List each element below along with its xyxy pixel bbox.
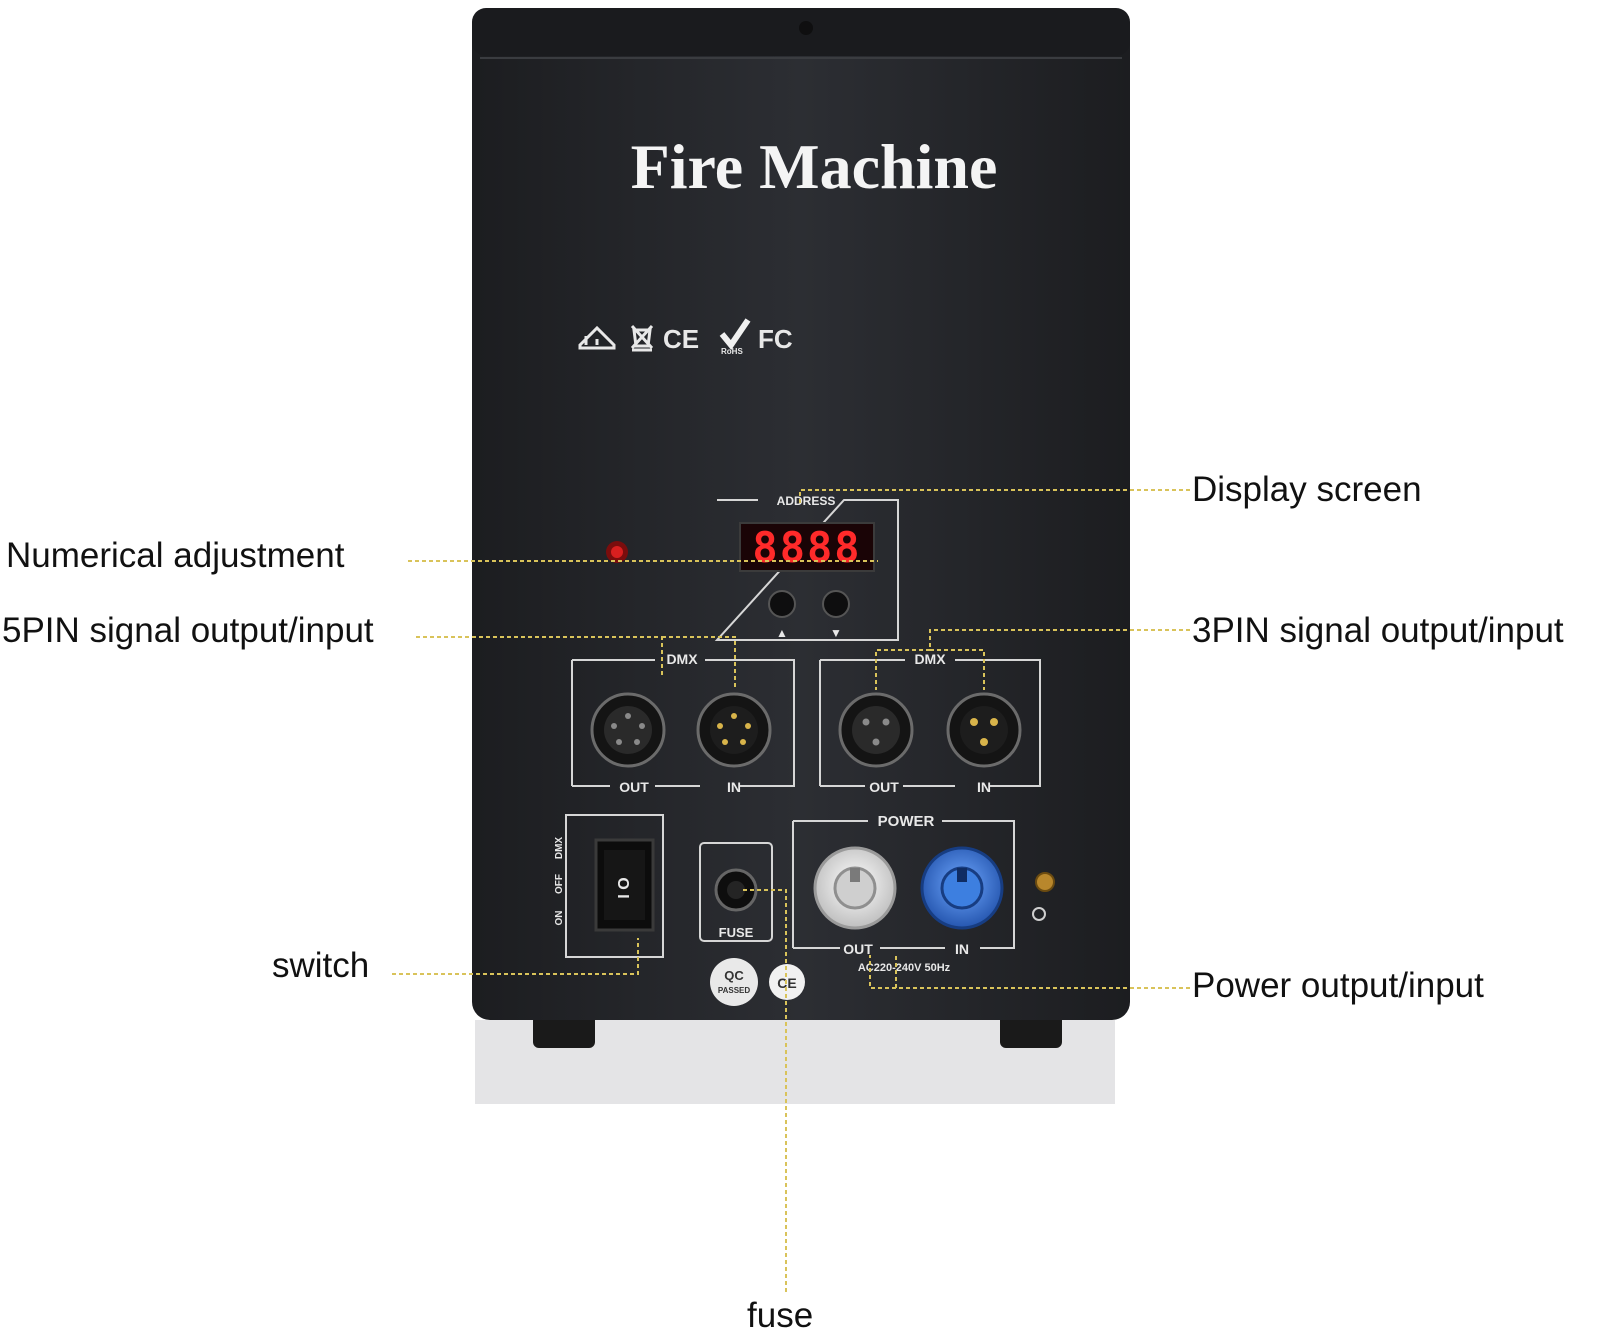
led-display <box>739 522 875 572</box>
ground-screw <box>1035 872 1055 892</box>
svg-text:QC: QC <box>724 968 744 983</box>
power-out-label: OUT <box>843 941 873 957</box>
dmx5-out-label: OUT <box>619 779 649 795</box>
machine-body <box>472 20 1130 1020</box>
leader-3pin <box>875 629 1190 690</box>
address-label: ADDRESS <box>777 494 836 508</box>
up-arrow-icon: ▲ <box>776 626 788 640</box>
dmx-label-5pin: DMX <box>666 651 698 667</box>
lid-screw <box>799 21 813 35</box>
dmx-5pin-panel: DMX OUT IN <box>571 651 795 795</box>
down-button[interactable] <box>822 590 850 618</box>
svg-text:PASSED: PASSED <box>718 986 751 995</box>
fuse-label: FUSE <box>719 925 754 940</box>
dmx-label-3pin: DMX <box>914 651 946 667</box>
callout-5pin-signal: 5PIN signal output/input <box>2 611 374 650</box>
down-arrow-icon: ▼ <box>830 626 842 640</box>
house-icon <box>578 325 616 350</box>
rohs-mark: RoHS <box>721 347 743 356</box>
address-panel: ADDRESS 8888 ▲ ▼ <box>714 494 899 641</box>
leader-5pin <box>416 636 736 690</box>
dmx3-in-label: IN <box>977 779 991 795</box>
svg-text:I O: I O <box>616 877 633 898</box>
callout-fuse: fuse <box>747 1296 814 1335</box>
power-rating: AC220-240V 50Hz <box>858 962 951 974</box>
callout-power-io: Power output/input <box>1192 966 1484 1005</box>
leader-power <box>869 955 1190 989</box>
callout-3pin-signal: 3PIN signal output/input <box>1192 611 1564 650</box>
weee-bin-icon <box>630 324 654 352</box>
ground-symbol-icon <box>1032 907 1046 921</box>
power-label: POWER <box>878 813 935 830</box>
callout-numerical-adjustment: Numerical adjustment <box>6 536 345 575</box>
callout-display-screen: Display screen <box>1192 470 1422 509</box>
power-panel: POWER OUT IN AC220-240V 50Hz <box>792 813 1015 974</box>
leader-fuse <box>740 889 787 1292</box>
up-button[interactable] <box>768 590 796 618</box>
brand-title: Fire Machine <box>631 131 998 202</box>
fuse-panel: FUSE <box>699 842 773 942</box>
leader-switch <box>392 938 639 975</box>
dmx-3pin-panel: DMX OUT IN <box>819 651 1041 795</box>
switch-panel: I O DMX OFF ON <box>554 814 664 958</box>
led-display-value: 8888 <box>752 523 861 572</box>
leader-lines <box>392 489 1190 1292</box>
fc-mark: FC <box>758 324 793 354</box>
leader-display-screen <box>799 489 1190 505</box>
dmx5-in-label: IN <box>727 779 741 795</box>
callout-switch: switch <box>272 946 370 985</box>
switch-pos-off: OFF <box>554 874 565 894</box>
rohs-check-icon <box>719 318 751 351</box>
switch-pos-dmx: DMX <box>554 837 565 860</box>
dmx3-out-label: OUT <box>869 779 899 795</box>
switch-pos-on: ON <box>554 911 565 926</box>
ce-mark: CE <box>663 324 699 354</box>
power-in-label: IN <box>955 941 969 957</box>
certification-marks: CE RoHS FC <box>578 318 793 356</box>
qc-sticker: QC PASSED <box>710 958 758 1006</box>
